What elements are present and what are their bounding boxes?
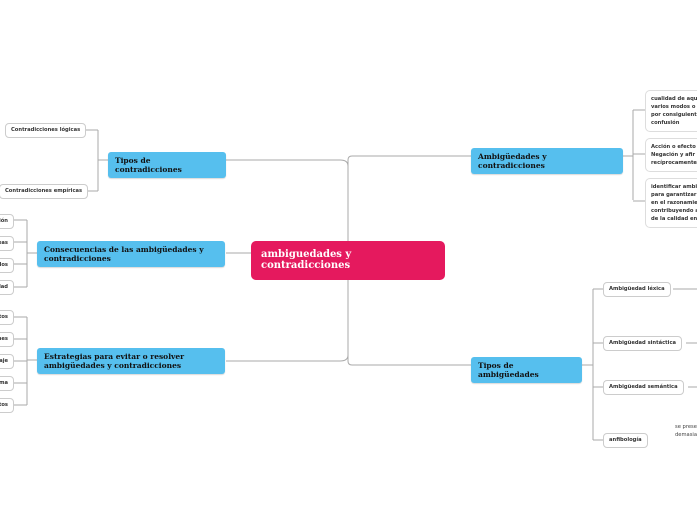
leaf-anfibologia[interactable]: anfibología <box>603 433 648 448</box>
note-line: para garantizar <box>651 192 697 198</box>
central-topic[interactable]: ambiguedades y contradicciones <box>251 241 445 280</box>
leaf-consecuencia[interactable]: dos <box>0 258 14 273</box>
leaf-consecuencia[interactable]: ión <box>0 214 14 229</box>
topic-estrategias[interactable]: Estrategias para evitar o resolver ambig… <box>37 348 225 374</box>
leaf-consecuencia[interactable]: dad <box>0 280 14 295</box>
note-line: varios modos o <box>651 104 696 110</box>
note-line: confusión <box>651 120 680 126</box>
topic-ambiguedades-y-contradicciones[interactable]: Ambigüedades y contradicciones <box>471 148 623 174</box>
leaf-estrategia[interactable]: tos <box>0 398 14 413</box>
leaf-ambiguedad-lexica[interactable]: Ambigüedad léxica <box>603 282 671 297</box>
note-line: Negación y afir <box>651 152 696 158</box>
topic-consecuencias[interactable]: Consecuencias de las ambigüedades y cont… <box>37 241 225 267</box>
note-definicion[interactable]: cualidad de aqu varios modos o por consigu… <box>645 90 697 132</box>
note-line: Acción o efecto <box>651 144 696 150</box>
note-line: de la calidad en <box>651 216 697 222</box>
leaf-estrategia[interactable]: tos <box>0 310 14 325</box>
note-line: en el razonamie <box>651 200 697 206</box>
leaf-ambiguedad-sintactica[interactable]: Ambigüedad sintáctica <box>603 336 683 351</box>
note-line: cualidad de aqu <box>651 96 697 102</box>
leaf-contradicciones-logicas[interactable]: Contradicciones lógicas <box>5 123 87 138</box>
topic-tipos-de-ambiguedades[interactable]: Tipos de ambigüedades <box>471 357 582 383</box>
note-line: por consiguient <box>651 112 697 118</box>
leaf-ambiguedad-semantica[interactable]: Ambigüedad semántica <box>603 380 684 395</box>
note-line: identificar ambi <box>651 184 697 190</box>
leaf-estrategia[interactable]: ma <box>0 376 14 391</box>
anfibologia-note: se prese demasia <box>675 423 697 439</box>
topic-tipos-de-contradicciones[interactable]: Tipos de contradicciones <box>108 152 226 178</box>
note-identificar[interactable]: identificar ambi para garantizar en el raz… <box>645 178 697 228</box>
note-line: contribuyendo a <box>651 208 697 214</box>
note-line: recíprocamente <box>651 160 697 166</box>
note-line: se prese <box>675 424 697 430</box>
leaf-consecuencia[interactable]: eas <box>0 236 14 251</box>
leaf-estrategia[interactable]: aje <box>0 354 14 369</box>
leaf-contradicciones-empiricas[interactable]: Contradicciones empíricas <box>0 184 89 199</box>
leaf-estrategia[interactable]: nes <box>0 332 14 347</box>
note-line: demasia <box>675 432 697 438</box>
